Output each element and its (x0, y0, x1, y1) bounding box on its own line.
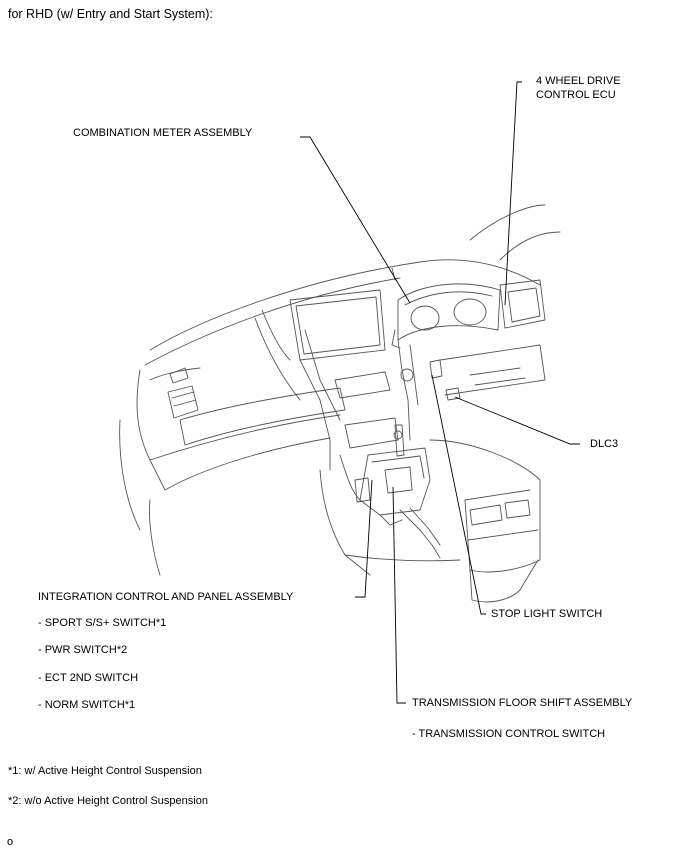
page-marker: o (7, 836, 14, 848)
combination-meter-label: COMBINATION METER ASSEMBLY (73, 127, 253, 139)
page-title: for RHD (w/ Entry and Start System): (8, 7, 213, 21)
transmission-floor-shift-label: TRANSMISSION FLOOR SHIFT ASSEMBLY (412, 697, 633, 709)
footnote-2: *2: w/o Active Height Control Suspension (8, 795, 208, 807)
integration-control-label: INTEGRATION CONTROL AND PANEL ASSEMBLY (38, 591, 294, 603)
integration-item-norm: - NORM SWITCH*1 (38, 699, 136, 711)
integration-item-sport: - SPORT S/S+ SWITCH*1 (38, 617, 167, 629)
stop-light-switch-label: STOP LIGHT SWITCH (491, 608, 603, 620)
footnote-1: *1: w/ Active Height Control Suspension (8, 765, 202, 777)
integration-item-ect: - ECT 2ND SWITCH (38, 672, 139, 684)
dlc3-label: DLC3 (590, 438, 619, 450)
four-wd-ecu-label-line1: 4 WHEEL DRIVE (536, 75, 621, 87)
integration-item-pwr: - PWR SWITCH*2 (38, 644, 128, 656)
transmission-control-switch-label: - TRANSMISSION CONTROL SWITCH (412, 728, 606, 740)
four-wd-ecu-label-line2: CONTROL ECU (536, 89, 616, 101)
